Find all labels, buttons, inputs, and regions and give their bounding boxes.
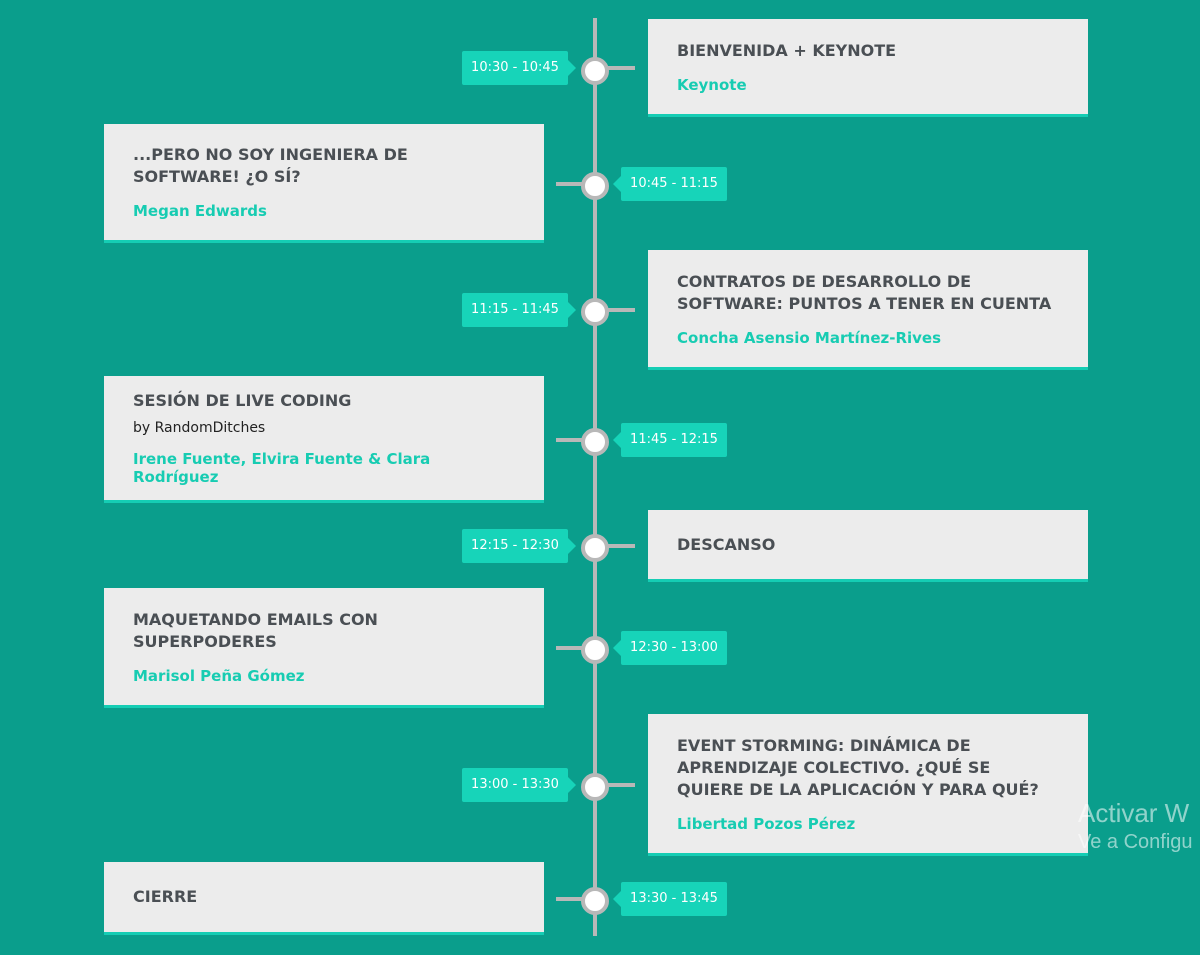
time-badge: 11:45 - 12:15: [613, 423, 727, 457]
event-speaker: Marisol Peña Gómez: [133, 666, 305, 685]
timeline-node: [581, 57, 609, 85]
connector: [556, 646, 596, 650]
event-title: BIENVENIDA + KEYNOTE: [677, 40, 897, 60]
event-title: DESCANSO: [677, 534, 776, 554]
event-card[interactable]: EVENT STORMING: DINÁMICA DE APRENDIZAJE …: [648, 714, 1088, 856]
time-badge: 13:00 - 13:30: [462, 768, 576, 802]
event-card[interactable]: SESIÓN DE LIVE CODING by RandomDitches I…: [104, 376, 544, 503]
event-card[interactable]: CONTRATOS DE DESARROLLO DE SOFTWARE: PUN…: [648, 250, 1088, 370]
event-title: CIERRE: [133, 887, 198, 906]
timeline-node: [581, 636, 609, 664]
event-speaker: Megan Edwards: [133, 202, 267, 220]
connector: [556, 897, 596, 901]
event-title: SESIÓN DE LIVE CODING: [133, 391, 352, 410]
event-speaker: Keynote: [677, 75, 747, 94]
event-subtitle: by RandomDitches: [133, 420, 266, 436]
connector: [556, 182, 596, 186]
timeline-node: [581, 172, 609, 200]
time-badge: 12:30 - 13:00: [613, 631, 727, 665]
time-badge: 10:30 - 10:45: [462, 51, 576, 85]
timeline-node: [581, 887, 609, 915]
event-card[interactable]: CIERRE: [104, 862, 544, 935]
connector: [595, 544, 635, 548]
event-card[interactable]: MAQUETANDO EMAILS CON SUPERPODERES Maris…: [104, 588, 544, 708]
event-card[interactable]: DESCANSO: [648, 510, 1088, 582]
event-title: ...PERO NO SOY INGENIERA DE SOFTWARE! ¿O…: [133, 145, 408, 186]
time-badge: 13:30 - 13:45: [613, 882, 727, 916]
time-badge: 11:15 - 11:45: [462, 293, 576, 327]
time-badge: 12:15 - 12:30: [462, 529, 576, 563]
timeline-line: [593, 18, 597, 936]
connector: [595, 308, 635, 312]
time-badge: 10:45 - 11:15: [613, 167, 727, 201]
connector: [595, 66, 635, 70]
timeline-node: [581, 773, 609, 801]
event-title: CONTRATOS DE DESARROLLO DE SOFTWARE: PUN…: [677, 271, 1052, 313]
connector: [556, 438, 596, 442]
event-card[interactable]: ...PERO NO SOY INGENIERA DE SOFTWARE! ¿O…: [104, 124, 544, 243]
timeline-node: [581, 534, 609, 562]
event-title: EVENT STORMING: DINÁMICA DE APRENDIZAJE …: [677, 735, 1039, 799]
connector: [595, 783, 635, 787]
event-speaker: Libertad Pozos Pérez: [677, 814, 856, 833]
watermark-line-2: Ve a Configu: [1078, 831, 1193, 853]
event-speaker: Irene Fuente, Elvira Fuente & Clara Rodr…: [133, 450, 431, 486]
event-title: MAQUETANDO EMAILS CON SUPERPODERES: [133, 609, 378, 651]
timeline-node: [581, 298, 609, 326]
event-speaker: Concha Asensio Martínez-Rives: [677, 328, 942, 347]
watermark-line-1: Activar W: [1078, 798, 1190, 828]
timeline-node: [581, 428, 609, 456]
event-card[interactable]: BIENVENIDA + KEYNOTE Keynote: [648, 19, 1088, 117]
windows-activation-watermark: Activar W Ve a Configu: [1078, 798, 1193, 854]
